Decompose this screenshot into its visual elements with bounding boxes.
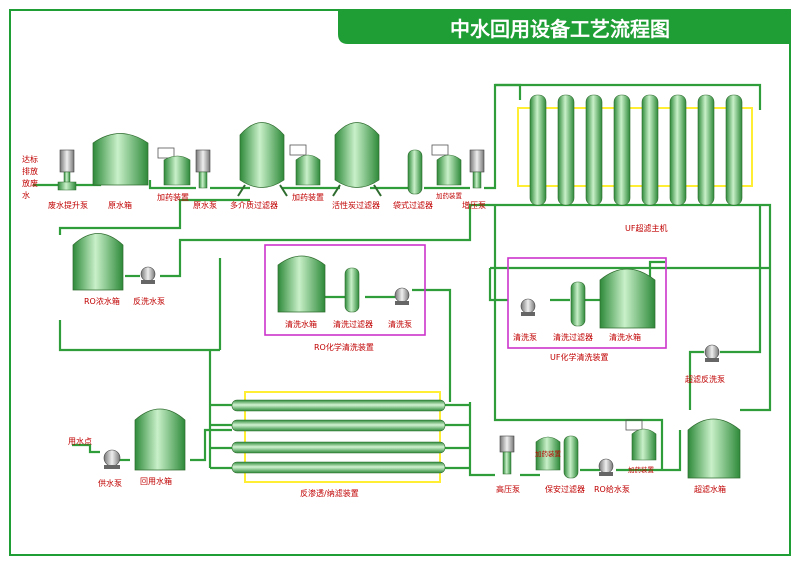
uf-clean-filter (570, 281, 586, 327)
ro-clean-filter (344, 267, 360, 313)
waste-pump-label: 废水提升泵 (48, 200, 88, 210)
reuse-water-tank (134, 408, 186, 471)
ro-feed-pump-label: RO给水泵 (594, 484, 630, 494)
uf-clean-pump-label: 清洗泵 (513, 332, 537, 342)
raw-water-pump (195, 149, 211, 189)
waste-lift-pump (57, 149, 77, 191)
uf-clean-filter-label: 清洗过滤器 (553, 332, 593, 342)
ro-clean-pump-label: 清洗泵 (388, 319, 412, 329)
uf-clean-pump (520, 298, 536, 316)
booster-pump-label: 增压泵 (462, 200, 486, 210)
ro-clean-tank (277, 255, 326, 313)
equipment-labels: 达标 排放 放废 水 废水提升泵 原水箱 加药装置 原水泵 多介质过滤器 加药装… (22, 154, 726, 498)
ro-feed-pump (598, 458, 614, 476)
ro-highlight-box (244, 391, 441, 483)
raw-pump-label: 原水泵 (193, 200, 217, 210)
booster-pump (469, 149, 485, 189)
safety-filter-label: 保安过滤器 (545, 484, 585, 494)
high-pressure-pump (499, 435, 515, 475)
dosing3-label: 加药装置 (436, 191, 463, 200)
ro-concentrate-tank (72, 233, 124, 291)
source-label-line-2: 排放 (22, 166, 38, 176)
dosing-unit-3 (431, 144, 462, 186)
pipe-network (33, 83, 772, 477)
uf-membrane-columns (529, 94, 743, 206)
backwash-pump-label: 反洗水泵 (133, 296, 165, 306)
dosing5-label: 加药装置 (628, 465, 655, 474)
ro-conc-tank-label: RO浓水箱 (84, 296, 120, 306)
supply-pump-label: 供水泵 (98, 478, 122, 488)
uf-clean-box (507, 257, 667, 349)
raw-water-tank (92, 133, 149, 186)
raw-tank-label: 原水箱 (108, 200, 132, 210)
uf-clean-tank (599, 268, 656, 329)
use-point-label: 用水点 (68, 436, 92, 446)
uf-clean-tank-label: 清洗水箱 (609, 332, 641, 342)
source-label-line-3: 放废 (22, 178, 38, 188)
reuse-tank-label: 回用水箱 (140, 476, 172, 486)
hp-pump-label: 高压泵 (496, 484, 520, 494)
dosing-unit-2 (289, 144, 321, 186)
dosing2-label: 加药装置 (292, 192, 324, 202)
bag-filter (407, 149, 423, 195)
dosing-unit-1 (157, 147, 191, 186)
carbon-filter (332, 122, 382, 197)
uf-highlight-box (517, 107, 753, 187)
uf-backwash-pump (704, 344, 720, 362)
backwash-pump (140, 266, 156, 284)
ro-clean-tank-label: 清洗水箱 (285, 319, 317, 329)
dosing-unit-5 (625, 419, 657, 461)
dosing1-label: 加药装置 (157, 192, 189, 202)
dosing4-label: 加药装置 (535, 449, 562, 458)
bag-filter-label: 袋式过滤器 (393, 200, 433, 210)
ro-clean-pump (394, 287, 410, 305)
title-banner (338, 10, 790, 44)
uf-backwash-pump-label: 超滤反洗泵 (685, 374, 725, 384)
page-title: 中水回用设备工艺流程图 (450, 17, 670, 41)
uf-main-label: UF超滤主机 (625, 223, 667, 233)
ro-clean-unit-label: RO化学清洗装置 (314, 342, 374, 352)
safety-filter (563, 435, 579, 479)
uf-water-tank (687, 418, 741, 479)
ro-clean-box (264, 244, 426, 336)
carbon-filter-label: 活性炭过滤器 (332, 200, 380, 210)
dosing-unit-4 (535, 436, 561, 471)
ro-clean-filter-label: 清洗过滤器 (333, 319, 373, 329)
source-label-line-1: 达标 (22, 154, 38, 164)
ro-membrane-tubes (231, 399, 446, 474)
supply-pump (103, 449, 121, 469)
multi-filter-label: 多介质过滤器 (230, 200, 278, 210)
multi-media-filter (237, 122, 288, 197)
uf-tank-label: 超滤水箱 (694, 484, 726, 494)
ro-unit-label: 反渗透/纳滤装置 (300, 488, 359, 498)
uf-clean-unit-label: UF化学清洗装置 (550, 352, 608, 362)
source-label-line-4: 水 (22, 190, 30, 200)
